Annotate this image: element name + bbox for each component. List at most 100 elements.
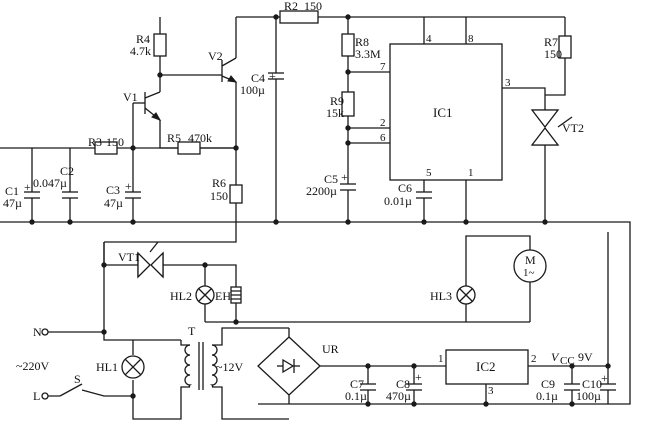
resistor-R7 — [558, 35, 572, 59]
label-HL1: HL1 — [96, 360, 118, 374]
plus-C10: + — [601, 371, 608, 385]
motor-symbol: M — [525, 253, 536, 267]
capacitor-C5 — [340, 183, 356, 191]
resistor-R8 — [341, 33, 355, 57]
terminal-L — [41, 392, 49, 400]
labels: R2 150 R4 4.7k V2 V1 C4 + 100µ R8 3.3M R… — [3, 0, 608, 403]
plus-C8: + — [415, 370, 422, 384]
capacitor-C6 — [416, 191, 432, 199]
junction-dots — [29, 14, 611, 407]
ic2-pin-1: 1 — [438, 353, 444, 365]
plus-C1: + — [24, 180, 31, 194]
label-N: N — [33, 325, 42, 339]
triac-VT1 — [137, 241, 164, 279]
label-C10: C10 — [582, 377, 602, 391]
label-IC1: IC1 — [433, 105, 453, 120]
label-C9: C9 — [541, 377, 555, 391]
value-R5: 470k — [188, 131, 212, 145]
value-C5: 2200µ — [306, 184, 337, 198]
label-S: S — [74, 372, 81, 386]
value-R2: 150 — [304, 0, 322, 13]
value-C2: 0.047µ — [33, 176, 67, 190]
plus-C5: + — [341, 170, 348, 184]
value-C10: 100µ — [576, 389, 601, 403]
transformer-T — [184, 342, 218, 390]
plus-C3: + — [125, 179, 132, 193]
label-vcc-name: V — [551, 350, 560, 364]
lamp-HL2 — [195, 285, 215, 305]
resistors — [94, 33, 572, 204]
label-V1: V1 — [123, 90, 138, 104]
label-R5: R5 — [167, 131, 181, 145]
value-C8: 470µ — [386, 389, 411, 403]
resistor-R2 — [279, 10, 319, 24]
label-vcc-sub: CC — [560, 355, 575, 367]
capacitors — [24, 72, 616, 391]
label-C3: C3 — [106, 183, 120, 197]
label-R2: R2 — [284, 0, 298, 13]
lamp-HL3 — [456, 285, 476, 305]
ic1-pin-5: 5 — [426, 167, 432, 179]
resistor-R5 — [177, 141, 201, 155]
triac-VT2 — [530, 109, 573, 146]
resistor-R4 — [153, 33, 167, 57]
label-L: L — [33, 389, 40, 403]
wiring — [0, 10, 631, 420]
motor-phase: 1~ — [523, 267, 535, 279]
label-VT1: VT1 — [118, 250, 140, 264]
label-R4: R4 — [136, 32, 150, 46]
label-UR: UR — [322, 342, 339, 356]
ic1-pin-1: 1 — [468, 167, 474, 179]
label-C1: C1 — [5, 184, 19, 198]
transistor-V1 — [144, 91, 162, 121]
value-C4: 100µ — [240, 83, 265, 97]
label-C6: C6 — [398, 181, 412, 195]
capacitor-C9 — [564, 383, 580, 391]
value-R9: 15k — [326, 106, 344, 120]
value-C3: 47µ — [104, 196, 123, 210]
bridge-rectifier-UR — [257, 336, 321, 396]
label-R7: R7 — [544, 35, 558, 49]
ic2-pin-2: 2 — [531, 353, 537, 365]
lamp-HL1 — [121, 355, 145, 379]
ic1-pin-8: 8 — [468, 33, 474, 45]
plus-C4: + — [269, 69, 276, 83]
value-R4: 4.7k — [130, 44, 151, 58]
label-C8: C8 — [396, 377, 410, 391]
value-C7: 0.1µ — [345, 389, 367, 403]
resistor-R3 — [94, 141, 118, 155]
ic2-pin-3: 3 — [488, 385, 494, 397]
capacitor-C1 — [24, 191, 40, 199]
ic1-body — [389, 43, 503, 181]
capacitor-C4 — [268, 72, 284, 80]
capacitor-C3 — [125, 191, 141, 199]
label-HL2: HL2 — [170, 289, 192, 303]
value-C6: 0.01µ — [384, 194, 412, 208]
label-mains: ~220V — [16, 359, 49, 373]
label-C7: C7 — [350, 377, 364, 391]
ic1-pin-6: 6 — [380, 132, 386, 144]
capacitor-C2 — [62, 191, 78, 199]
capacitor-C10 — [600, 383, 616, 391]
value-R3: 150 — [106, 135, 124, 149]
switch-S — [59, 383, 83, 397]
label-vcc-value: 9V — [578, 350, 593, 364]
capacitor-C8 — [406, 383, 422, 391]
ic1-pin-3: 3 — [505, 77, 511, 89]
label-V2: V2 — [208, 49, 223, 63]
label-T: T — [188, 324, 196, 338]
resistor-R6 — [229, 184, 243, 204]
label-C4: C4 — [251, 71, 265, 85]
value-C9: 0.1µ — [536, 389, 558, 403]
ic2-body — [445, 349, 529, 385]
label-IC2: IC2 — [476, 359, 496, 374]
label-VT2: VT2 — [562, 121, 584, 135]
label-HL3: HL3 — [430, 289, 452, 303]
value-R8: 3.3M — [355, 47, 381, 61]
heater-EH — [230, 286, 242, 304]
label-R8: R8 — [355, 35, 369, 49]
capacitor-C7 — [360, 383, 376, 391]
label-EH: EH — [215, 289, 231, 303]
